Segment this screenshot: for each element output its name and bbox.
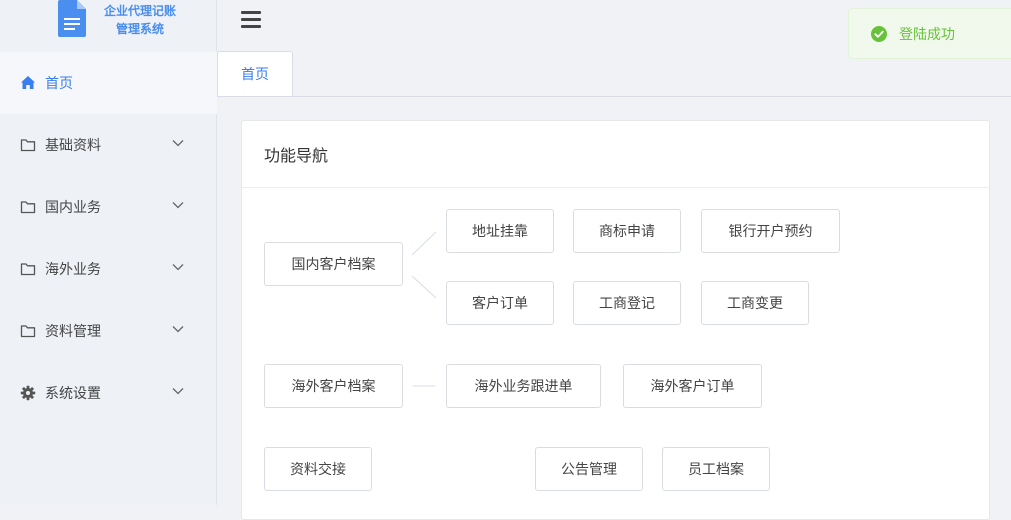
tab-home[interactable]: 首页 [217,51,293,96]
app-title-line1: 企业代理记账 [103,4,176,18]
sidebar-item-basic-data[interactable]: 基础资料 [0,114,217,176]
gear-icon [20,385,36,401]
chevron-down-icon [172,388,184,395]
sidebar: 企业代理记账 管理系统 首页 基础资料 国内业务 海外业务 资料管理 [0,0,217,505]
home-icon [21,76,35,89]
sidebar-item-data-management[interactable]: 资料管理 [0,300,217,362]
folder-icon [20,325,36,338]
bank-account-booking-button[interactable]: 银行开户预约 [701,209,840,253]
document-icon [58,0,86,37]
customer-order-button[interactable]: 客户订单 [446,281,554,325]
domestic-customer-file-button[interactable]: 国内客户档案 [264,242,403,286]
sidebar-item-domestic-business[interactable]: 国内业务 [0,176,217,238]
app-title: 企业代理记账 管理系统 [90,2,190,38]
sidebar-item-system-settings[interactable]: 系统设置 [0,362,217,424]
sidebar-item-label: 海外业务 [45,262,101,278]
sidebar-item-label: 首页 [45,76,73,92]
chevron-down-icon [172,140,184,147]
overseas-customer-file-button[interactable]: 海外客户档案 [264,364,403,408]
sidebar-item-label: 基础资料 [45,138,101,154]
folder-icon [20,263,36,276]
data-handover-button[interactable]: 资料交接 [264,447,372,491]
chevron-down-icon [172,202,184,209]
check-circle-icon [871,25,887,42]
address-affiliation-button[interactable]: 地址挂靠 [446,209,554,253]
tab-label: 首页 [241,67,269,83]
overseas-business-tracking-button[interactable]: 海外业务跟进单 [446,364,601,408]
sidebar-item-overseas-business[interactable]: 海外业务 [0,238,217,300]
trademark-application-button[interactable]: 商标申请 [573,209,681,253]
employee-file-button[interactable]: 员工档案 [662,447,770,491]
flow-connectors [411,231,437,387]
folder-icon [20,201,36,214]
tab-bar: 首页 [217,50,1011,97]
success-toast: 登陆成功 [848,8,1011,59]
sidebar-item-label: 资料管理 [45,324,101,340]
sidebar-item-home[interactable]: 首页 [0,52,217,114]
business-change-button[interactable]: 工商变更 [701,281,809,325]
top-bar [217,0,1011,50]
chevron-down-icon [172,326,184,333]
chevron-down-icon [172,264,184,271]
app-title-line2: 管理系统 [115,22,164,36]
folder-icon [20,139,36,152]
panel-title: 功能导航 [242,121,989,188]
business-registration-button[interactable]: 工商登记 [573,281,681,325]
sidebar-item-label: 系统设置 [45,386,101,402]
notice-management-button[interactable]: 公告管理 [535,447,643,491]
toast-message: 登陆成功 [899,26,955,43]
menu-toggle-icon[interactable] [241,11,261,29]
overseas-customer-order-button[interactable]: 海外客户订单 [623,364,762,408]
sidebar-item-label: 国内业务 [45,200,101,216]
app-logo[interactable]: 企业代理记账 管理系统 [0,0,217,50]
